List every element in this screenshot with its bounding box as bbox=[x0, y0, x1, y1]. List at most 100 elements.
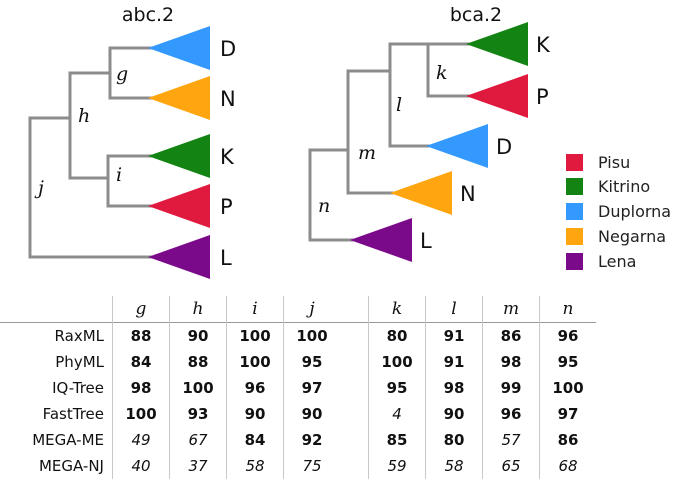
legend-swatch-negarna bbox=[566, 228, 583, 245]
col-header-m: m bbox=[482, 296, 540, 323]
leaf-label-P: P bbox=[220, 195, 233, 219]
col-gap bbox=[340, 349, 369, 375]
support-value-i: 96 bbox=[226, 375, 284, 401]
clade-triangle-L bbox=[148, 235, 210, 279]
tree-bca2-branches bbox=[308, 42, 470, 242]
col-header-h: h bbox=[169, 296, 227, 323]
node-label-n: n bbox=[318, 195, 330, 217]
clade-triangle-L-2 bbox=[350, 218, 412, 262]
support-value-h: 100 bbox=[169, 375, 227, 401]
header-blank bbox=[0, 296, 113, 323]
method-label: MEGA-NJ bbox=[38, 457, 104, 475]
col-gap bbox=[340, 375, 369, 401]
support-value-h: 93 bbox=[169, 401, 227, 427]
tree-title-bca2: bca.2 bbox=[450, 4, 502, 26]
support-value-g: 88 bbox=[112, 322, 170, 349]
leaf-label-N: N bbox=[220, 87, 236, 111]
support-value-n: 86 bbox=[539, 427, 596, 453]
col-gap bbox=[340, 453, 369, 479]
leaf-label-D-2: D bbox=[496, 135, 512, 159]
support-value-k: 100 bbox=[368, 349, 426, 375]
support-value-m: 99 bbox=[482, 375, 540, 401]
leaf-label-D: D bbox=[220, 37, 236, 61]
support-value-l: 58 bbox=[425, 453, 483, 479]
legend-label-pisu: Pisu bbox=[598, 153, 630, 172]
legend-swatch-duplorna bbox=[566, 203, 583, 220]
support-value-n: 97 bbox=[539, 401, 596, 427]
support-value-k: 80 bbox=[368, 322, 426, 349]
support-value-j: 92 bbox=[283, 427, 340, 453]
support-value-l: 91 bbox=[425, 322, 483, 349]
clade-triangle-P-2 bbox=[466, 74, 528, 118]
support-value-g: 100 bbox=[112, 401, 170, 427]
col-header-g: g bbox=[112, 296, 170, 323]
method-label: FastTree bbox=[42, 405, 104, 423]
leaf-label-L-2: L bbox=[420, 229, 432, 253]
node-label-i: i bbox=[116, 164, 122, 186]
clade-triangle-D bbox=[148, 26, 210, 70]
support-value-m: 96 bbox=[482, 401, 540, 427]
col-gap bbox=[340, 296, 369, 323]
leaf-label-K-2: K bbox=[536, 33, 551, 57]
col-header-n: n bbox=[539, 296, 596, 323]
support-value-k: 85 bbox=[368, 427, 426, 453]
legend-swatch-kitrino bbox=[566, 178, 583, 195]
legend-swatch-lena bbox=[566, 253, 583, 270]
support-value-m: 86 bbox=[482, 322, 540, 349]
support-value-h: 90 bbox=[169, 322, 227, 349]
node-label-h: h bbox=[78, 105, 90, 127]
support-value-i: 100 bbox=[226, 349, 284, 375]
support-value-n: 96 bbox=[539, 322, 596, 349]
method-label: MEGA-ME bbox=[32, 431, 104, 449]
support-value-m: 57 bbox=[482, 427, 540, 453]
support-value-l: 98 bbox=[425, 375, 483, 401]
leaf-label-P-2: P bbox=[536, 85, 549, 109]
support-value-j: 75 bbox=[283, 453, 340, 479]
support-value-l: 90 bbox=[425, 401, 483, 427]
support-value-h: 37 bbox=[169, 453, 227, 479]
legend-swatch-pisu bbox=[566, 154, 583, 171]
tree-title-abc2: abc.2 bbox=[122, 4, 174, 26]
support-value-l: 91 bbox=[425, 349, 483, 375]
clade-triangle-N-2 bbox=[390, 171, 452, 215]
support-value-l: 80 bbox=[425, 427, 483, 453]
legend-label-negarna: Negarna bbox=[598, 227, 666, 246]
col-header-l: l bbox=[425, 296, 483, 323]
leaf-label-L: L bbox=[220, 246, 232, 270]
support-value-m: 65 bbox=[482, 453, 540, 479]
leaf-label-K: K bbox=[220, 145, 235, 169]
node-label-m: m bbox=[358, 142, 376, 164]
support-value-j: 95 bbox=[283, 349, 340, 375]
support-value-g: 49 bbox=[112, 427, 170, 453]
clade-triangle-P bbox=[148, 184, 210, 228]
support-value-m: 98 bbox=[482, 349, 540, 375]
support-value-g: 40 bbox=[112, 453, 170, 479]
col-header-k: k bbox=[368, 296, 426, 323]
support-value-j: 90 bbox=[283, 401, 340, 427]
legend-label-lena: Lena bbox=[598, 252, 636, 271]
support-value-k: 4 bbox=[368, 401, 426, 427]
support-value-n: 100 bbox=[539, 375, 596, 401]
support-value-h: 88 bbox=[169, 349, 227, 375]
support-value-i: 100 bbox=[226, 322, 284, 349]
support-value-h: 67 bbox=[169, 427, 227, 453]
tree-abc2-branches bbox=[28, 46, 154, 259]
legend-label-kitrino: Kitrino bbox=[598, 177, 650, 196]
method-label: PhyML bbox=[55, 353, 104, 371]
support-value-k: 59 bbox=[368, 453, 426, 479]
table-header-row: g h i j k l m n bbox=[0, 296, 596, 323]
support-value-g: 84 bbox=[112, 349, 170, 375]
method-label: IQ-Tree bbox=[52, 379, 104, 397]
legend: Pisu Kitrino Duplorna Negarna Lena bbox=[566, 153, 671, 271]
leaf-label-N-2: N bbox=[460, 182, 476, 206]
node-label-j: j bbox=[34, 177, 44, 199]
support-value-j: 97 bbox=[283, 375, 340, 401]
support-value-n: 95 bbox=[539, 349, 596, 375]
